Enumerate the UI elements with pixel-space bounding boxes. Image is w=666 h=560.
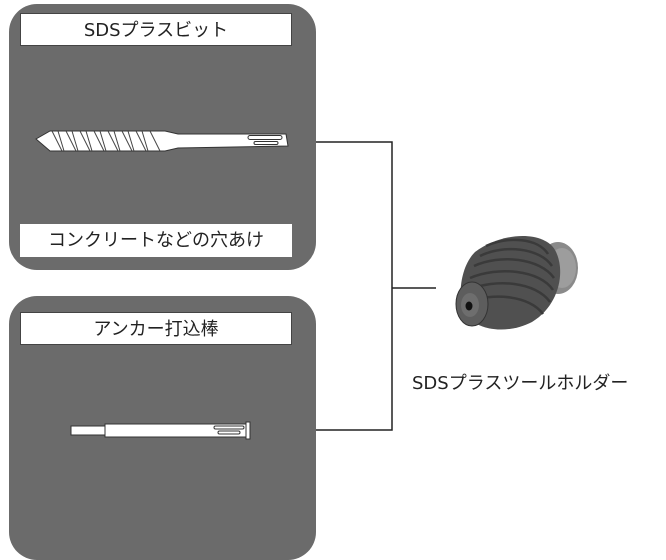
sds-drill-bit-illustration <box>35 130 289 152</box>
anchor-title-label: アンカー打込棒 <box>20 312 292 345</box>
sds-plus-tool-holder-illustration <box>455 236 578 330</box>
bit-caption-label: コンクリートなどの穴あけ <box>20 224 292 257</box>
connector-lines <box>316 141 436 431</box>
bit-title-label: SDSプラスビット <box>20 13 292 46</box>
anchor-driving-rod-illustration <box>70 421 251 440</box>
bracket-line <box>316 141 393 431</box>
holder-caption-label: SDSプラスツールホルダー <box>412 373 629 394</box>
